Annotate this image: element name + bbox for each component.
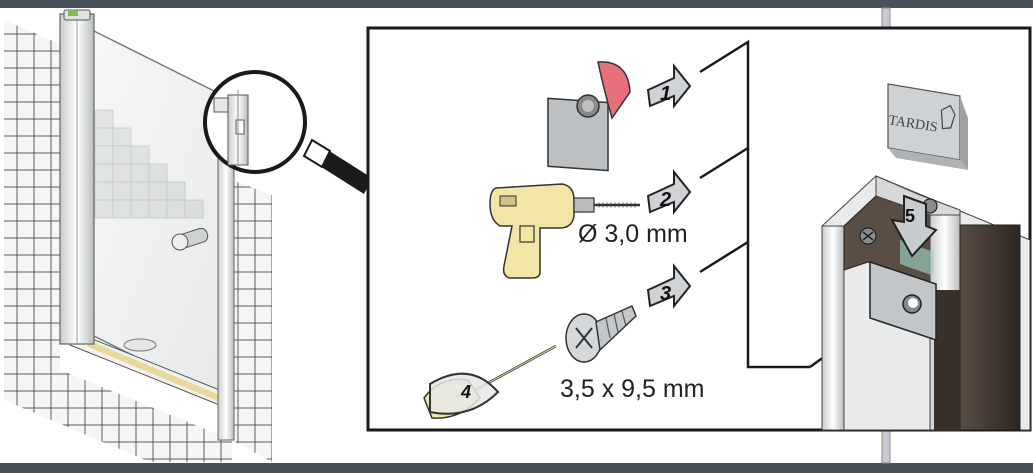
profile-end-detail xyxy=(821,175,1031,431)
brand-logo-icon xyxy=(940,104,956,130)
step-4-label: 4 xyxy=(460,382,471,402)
step-3-arrow xyxy=(646,263,692,309)
adhesive-plate xyxy=(547,61,631,172)
drill-diameter-label: Ø 3,0 mm xyxy=(578,220,688,248)
magnifier-icon xyxy=(203,70,372,194)
screw-icon xyxy=(565,304,637,363)
cover-cap xyxy=(887,83,968,170)
step-3-label: 3 xyxy=(660,283,671,305)
step-5-label: 5 xyxy=(905,206,915,226)
shower-door-overview xyxy=(4,9,272,462)
step-1-arrow xyxy=(646,63,692,109)
step-2-label: 2 xyxy=(659,189,671,211)
screw-size-label: 3,5 x 9,5 mm xyxy=(560,375,705,403)
step-2-arrow xyxy=(646,169,692,215)
screwdriver-icon xyxy=(423,344,557,419)
step-1-label: 1 xyxy=(660,83,671,105)
top-frame-bar xyxy=(0,0,1033,8)
bottom-frame-bar xyxy=(0,463,1033,473)
drill-icon xyxy=(489,183,640,279)
